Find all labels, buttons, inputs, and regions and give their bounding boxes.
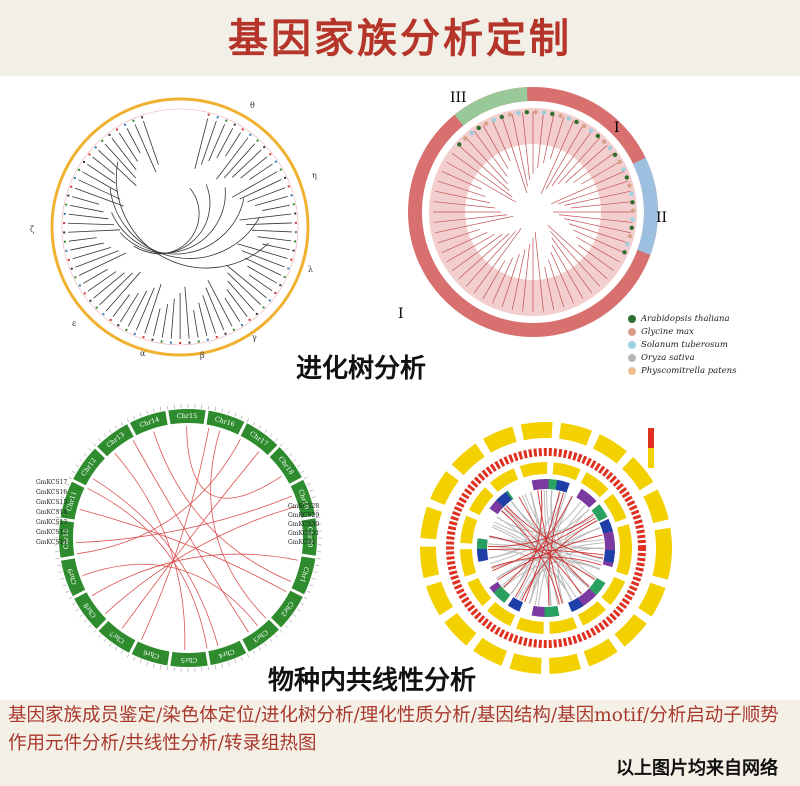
clade-label-i-top: I: [614, 120, 620, 136]
legend-swatch: [628, 353, 636, 362]
tree-analysis-caption: 进化树分析: [296, 354, 427, 384]
legend-swatch: [628, 327, 636, 336]
clade-label-i-bottom: I: [398, 306, 404, 322]
circos-figure: [420, 422, 672, 674]
svg-text:γ: γ: [252, 333, 257, 342]
clade-label-iii: III: [450, 90, 467, 106]
svg-text:GmKCS15: GmKCS15: [36, 499, 67, 506]
svg-text:GmKCS14: GmKCS14: [36, 509, 67, 516]
svg-text:Chr5: Chr5: [181, 656, 197, 664]
svg-text:β: β: [200, 351, 205, 360]
legend-item: Physcomitrella patens: [628, 364, 737, 377]
species-legend: Arabidopsis thaliana Glycine max Solanum…: [628, 312, 737, 377]
services-list: 基因家族成员鉴定/染色体定位/进化树分析/理化性质分析/基因结构/基因motif…: [8, 705, 779, 754]
svg-text:λ: λ: [308, 265, 313, 274]
svg-text:η: η: [312, 171, 317, 180]
legend-swatch: [628, 366, 636, 375]
svg-text:Chr10: Chr10: [62, 529, 70, 550]
svg-text:GmKCS1: GmKCS1: [288, 539, 315, 546]
svg-text:GmKCS13: GmKCS13: [36, 519, 67, 526]
svg-text:GmKCS12: GmKCS12: [36, 529, 67, 536]
footer-band: [0, 700, 800, 786]
synteny-analysis-caption: 物种内共线性分析: [268, 666, 477, 696]
phylo-tree-figure: θ η λ γ β α ε ζ: [30, 97, 317, 360]
svg-text:GmKCS17: GmKCS17: [36, 479, 67, 486]
svg-text:α: α: [140, 349, 146, 358]
svg-text:ε: ε: [72, 319, 76, 328]
legend-item: Oryza sativa: [628, 351, 737, 364]
page-title: 基因家族分析定制: [228, 15, 572, 62]
svg-text:GmKCS16: GmKCS16: [36, 489, 67, 496]
clade-tree-figure: III I II I: [398, 87, 667, 337]
svg-text:GmKCS11: GmKCS11: [36, 539, 67, 546]
svg-text:θ: θ: [250, 101, 255, 110]
header-band: [0, 0, 800, 76]
legend-swatch: [628, 314, 636, 323]
legend-swatch: [628, 340, 636, 349]
legend-item: Solanum tuberosum: [628, 338, 737, 351]
svg-text:GmKCS30: GmKCS30: [288, 521, 319, 528]
svg-text:GmKCS31: GmKCS31: [288, 530, 319, 537]
legend-item: Arabidopsis thaliana: [628, 312, 737, 325]
svg-text:ζ: ζ: [30, 225, 35, 234]
image-source-note: 以上图片均来自网络: [616, 758, 778, 779]
svg-text:GmKCS28: GmKCS28: [288, 503, 319, 510]
svg-text:Chr15: Chr15: [177, 412, 198, 420]
svg-text:GmKCS29: GmKCS29: [288, 512, 319, 519]
svg-text:Chr20: Chr20: [306, 527, 314, 548]
clade-label-ii: II: [656, 210, 667, 226]
legend-item: Glycine max: [628, 325, 737, 338]
